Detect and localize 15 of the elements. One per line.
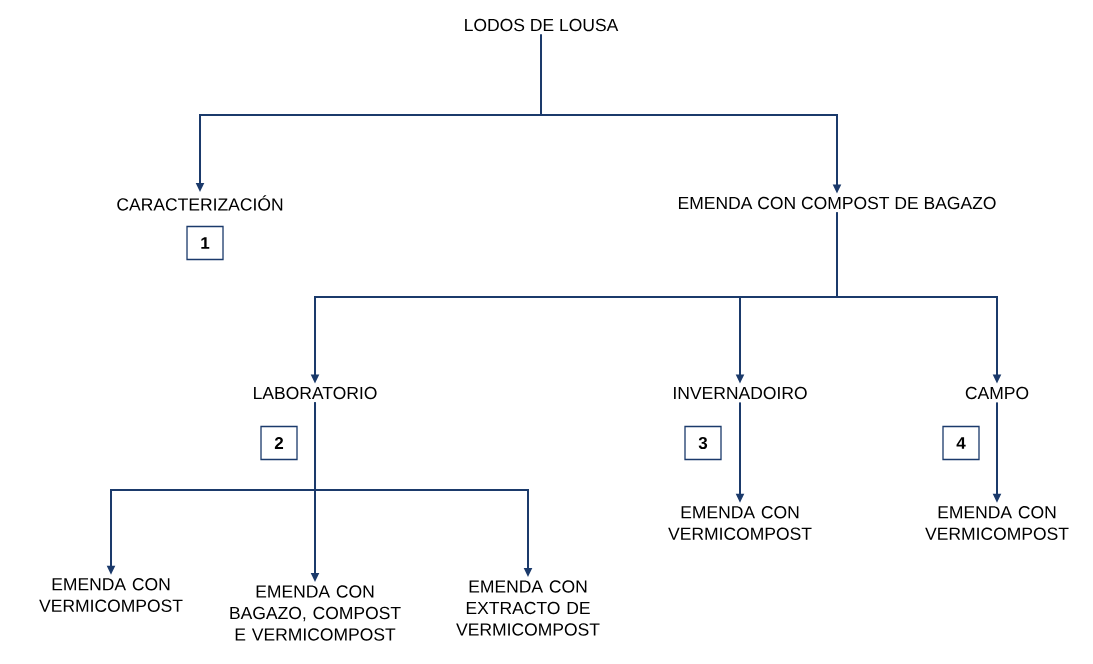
step-label: LABORATORIO (254, 386, 377, 400)
step-label: CARACTERIZACIÓN (117, 195, 283, 211)
step-number-box: 2 (260, 425, 298, 461)
step-label: EMENDA CON BAGAZO, COMPOST E VERMICOMPOST (230, 585, 401, 641)
step-label: EMENDA CON VERMICOMPOST (925, 506, 1069, 540)
step-label: EMENDA CON EXTRACTO DE VERMICOMPOST (456, 580, 600, 636)
step-label: LODOS DE LOUSA (465, 18, 619, 32)
step-label: EMENDA CON VERMICOMPOST (668, 506, 812, 540)
step-number-box: 1 (186, 225, 224, 261)
step-number-box: 4 (942, 425, 980, 461)
step-label: EMENDA CON COMPOST DE BAGAZO (679, 196, 996, 210)
step-label: EMENDA CON VERMICOMPOST (39, 578, 183, 612)
step-number-box: 3 (684, 425, 722, 461)
step-label: INVERNADOIRO (674, 386, 807, 400)
step-label: CAMPO (965, 386, 1029, 400)
